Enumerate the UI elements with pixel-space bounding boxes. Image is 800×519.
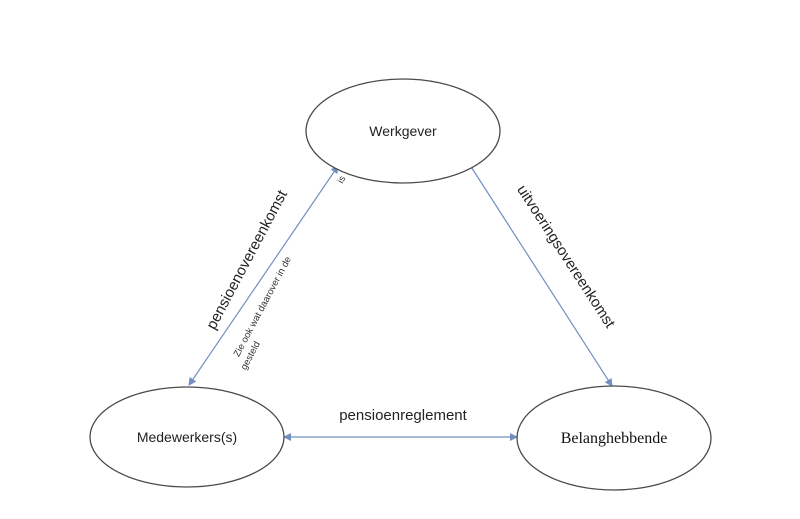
node-belanghebbende-label: Belanghebbende — [561, 430, 668, 447]
edge-label-pensioenreglement: pensioenreglement — [339, 407, 467, 424]
connector-werkgever-belanghebbende — [467, 161, 613, 387]
node-belanghebbende: Belanghebbende — [516, 385, 712, 491]
node-medewerkers: Medewerkers(s) — [89, 386, 285, 488]
connector-werkgever-medewerkers — [188, 165, 339, 386]
node-medewerkers-label: Medewerkers(s) — [137, 429, 237, 445]
node-werkgever: Werkgever — [305, 78, 501, 184]
node-werkgever-label: Werkgever — [369, 123, 437, 139]
edge-label-pensioenovereenkomst: pensioenovereenkomst — [203, 187, 291, 333]
note-line-3: is — [335, 174, 348, 185]
